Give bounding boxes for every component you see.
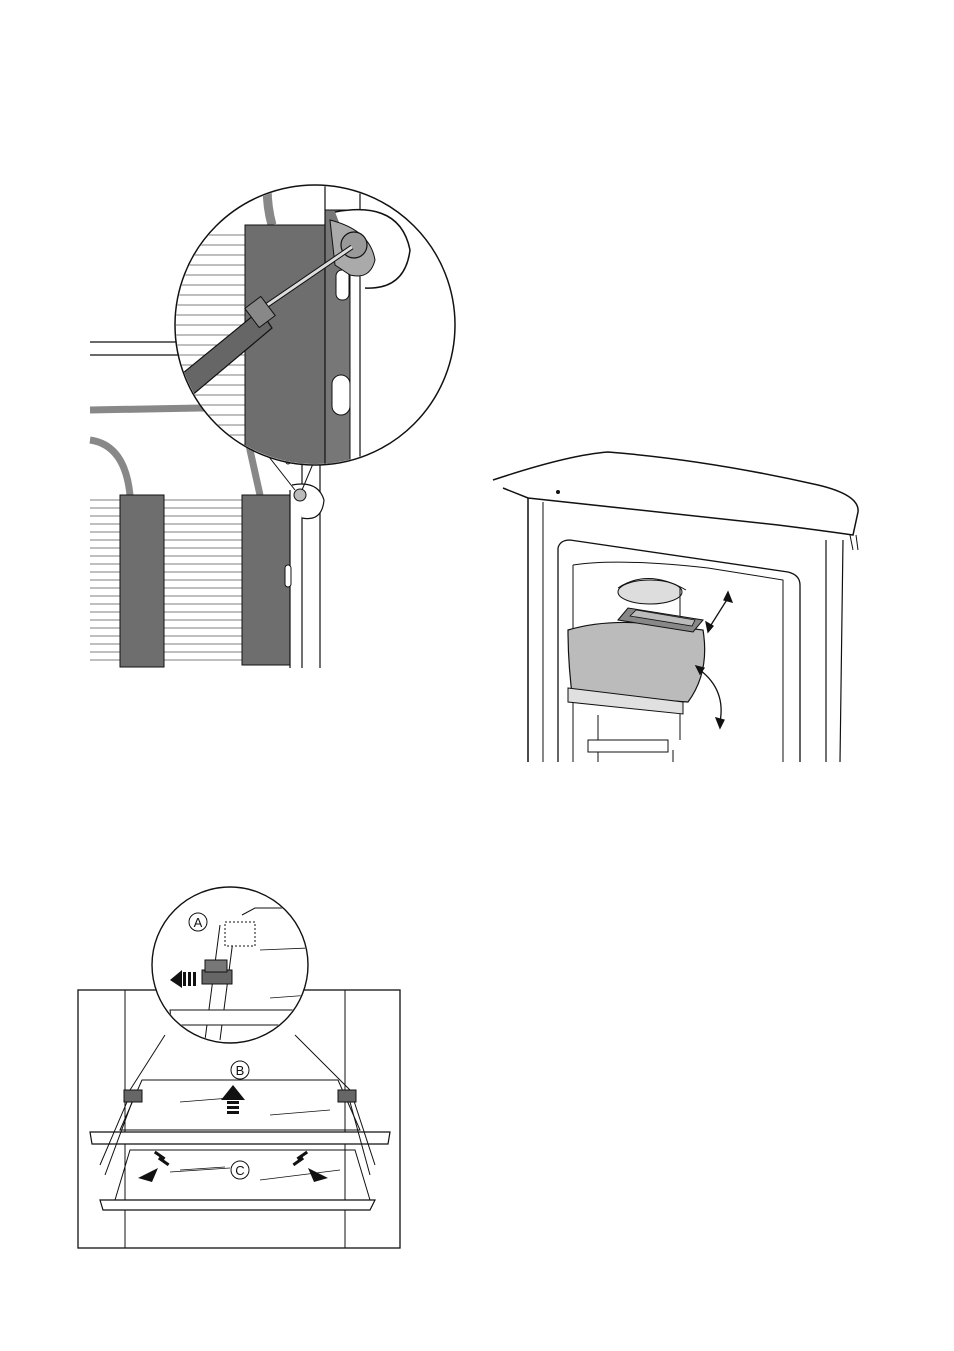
callout-a: A [194,915,203,930]
condenser-screw-illustration [80,150,480,680]
freezer-door-flap-illustration [488,440,878,770]
callout-b: B [236,1063,245,1078]
callout-c: C [235,1163,244,1178]
shelf-removal-illustration: B C A [70,880,410,1250]
